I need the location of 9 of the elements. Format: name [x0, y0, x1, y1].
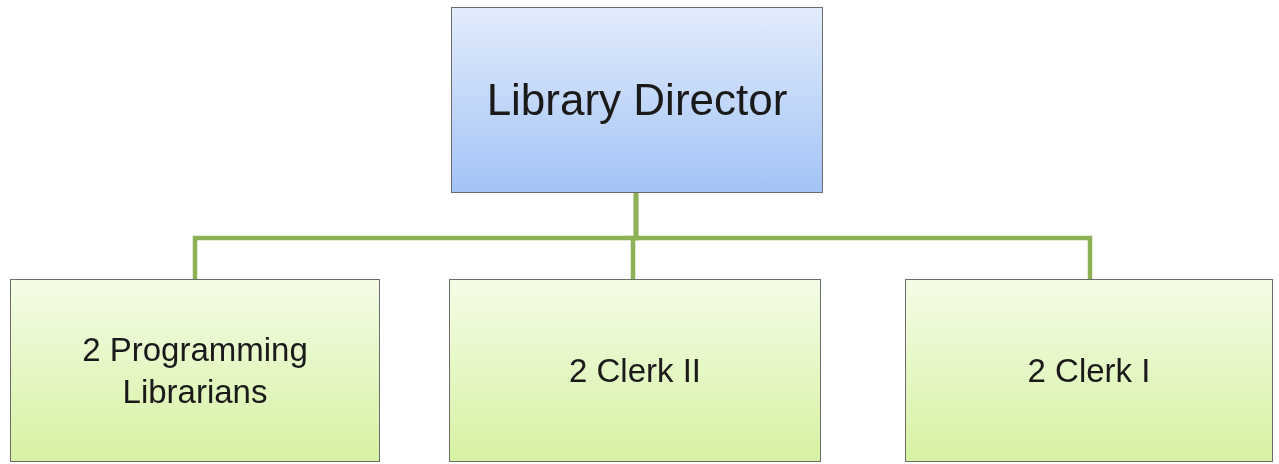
box-label: Library Director [485, 75, 789, 125]
box-label: 2 Programming Librarians [81, 330, 309, 412]
staff-box [449, 279, 821, 462]
director-box [451, 7, 823, 193]
box-label: 2 Clerk I [1026, 350, 1152, 391]
staff-box [905, 279, 1273, 462]
staff-box [10, 279, 380, 462]
box-label: 2 Clerk II [567, 350, 702, 391]
connector-line [633, 193, 1093, 279]
